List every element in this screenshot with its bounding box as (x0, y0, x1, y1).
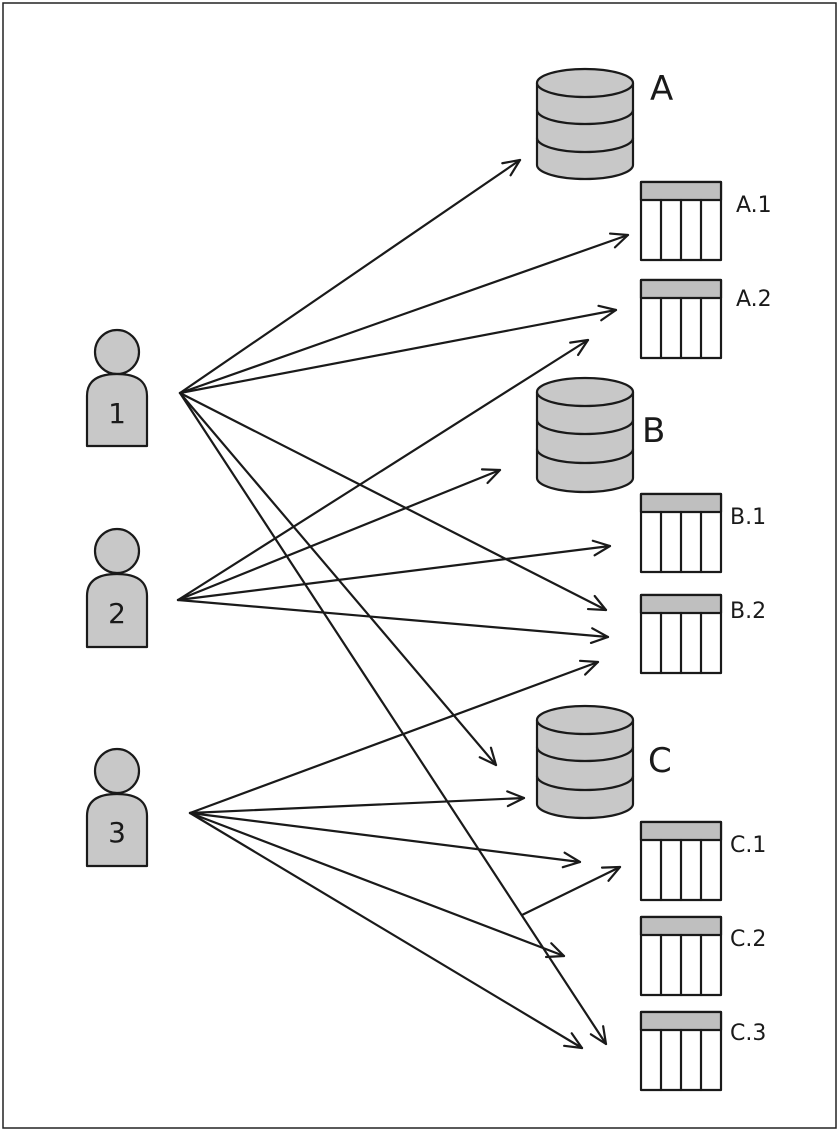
table-c1-icon (639, 820, 723, 902)
arrow-user-1-to-tbl-c3 (178, 391, 608, 1046)
table-a1-icon (639, 180, 723, 262)
arrow-user-3-to-tbl-c2 (188, 811, 566, 959)
table-b2-icon (639, 593, 723, 675)
arrow-user-2-to-tbl-b2 (176, 598, 610, 645)
table-c1-label: C.1 (730, 833, 766, 858)
arrow-user-2-to-tbl-a2 (176, 338, 590, 602)
database-a-icon (535, 67, 635, 181)
database-b-label: B (642, 411, 665, 451)
arrow-user-1-to-tbl-a2 (178, 304, 618, 395)
table-c3-icon (639, 1010, 723, 1092)
table-c2-icon (639, 915, 723, 997)
tables-layer (639, 180, 723, 1092)
user-2-label: 2 (108, 597, 126, 630)
database-c-icon (535, 704, 635, 820)
table-b1-icon (639, 492, 723, 574)
arrow-user-3-to-db-c (188, 790, 526, 815)
user-3-icon: 3 (85, 747, 149, 868)
user-3-label: 3 (108, 816, 126, 849)
edges-layer (176, 158, 630, 1050)
table-a2-icon (639, 278, 723, 360)
arrow-branch-to-tbl-c1 (520, 865, 622, 917)
table-b2-label: B.2 (730, 599, 766, 624)
arrow-user-3-to-tbl-b2 (188, 659, 600, 815)
table-b1-label: B.1 (730, 505, 766, 530)
arrow-user-1-to-tbl-b2 (178, 391, 608, 612)
user-2-icon: 2 (85, 527, 149, 649)
arrow-user-1-to-tbl-a1 (178, 232, 630, 395)
arrow-user-3-to-tbl-c3 (188, 811, 584, 1050)
table-c2-label: C.2 (730, 927, 766, 952)
database-a-label: A (650, 69, 673, 109)
table-c3-label: C.3 (730, 1021, 766, 1046)
arrow-user-1-to-db-a (178, 158, 522, 395)
arrow-user-2-to-tbl-b1 (176, 539, 612, 602)
database-c-label: C (648, 741, 672, 781)
database-b-icon (535, 376, 635, 494)
arrow-user-2-to-db-b (176, 468, 502, 602)
table-a1-label: A.1 (736, 193, 772, 218)
arrow-user-3-to-tbl-c1 (188, 811, 582, 869)
user-1-icon: 1 (85, 328, 149, 448)
table-a2-label: A.2 (736, 287, 772, 312)
user-1-label: 1 (108, 397, 126, 430)
